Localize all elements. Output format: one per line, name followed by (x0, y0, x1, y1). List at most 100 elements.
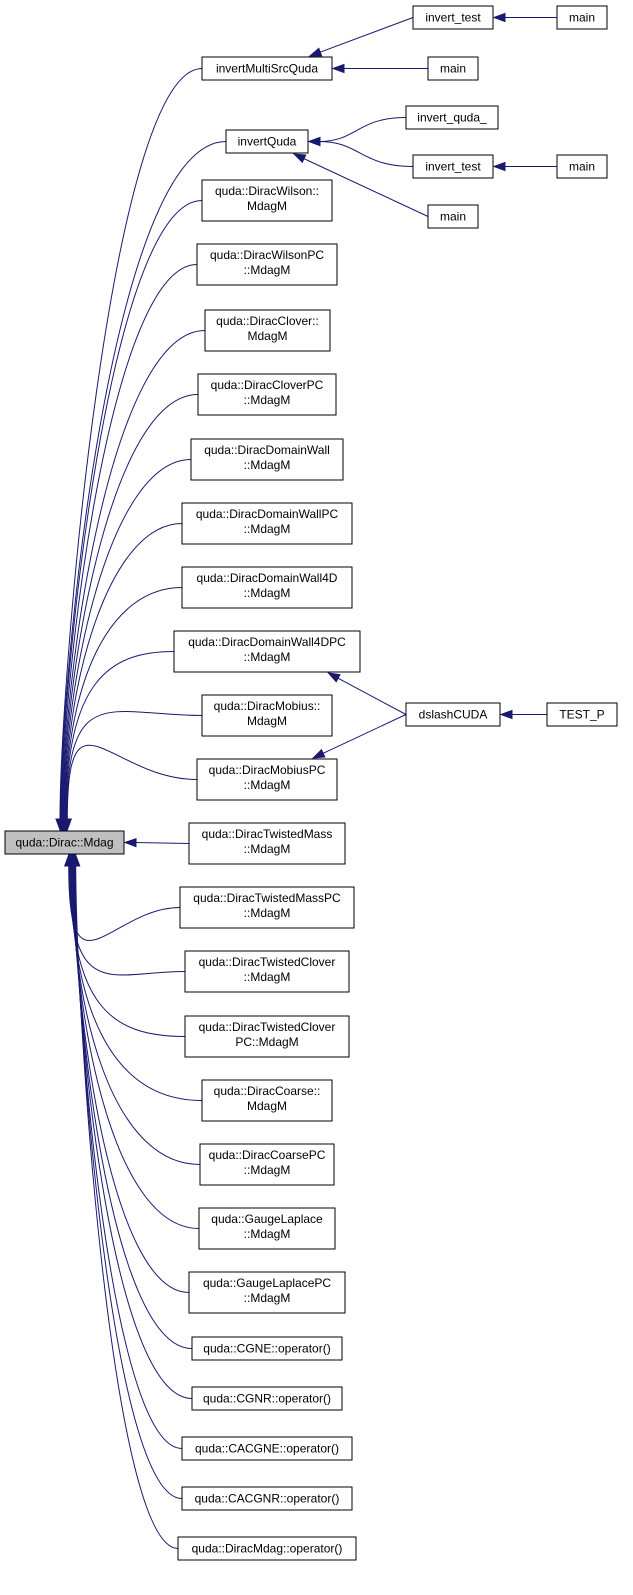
node-mobiuspc-label: quda::DiracMobiusPC (209, 763, 326, 777)
node-dw4d[interactable]: quda::DiracDomainWall4D::MdagM (181, 566, 353, 609)
node-invertMultiSrcQuda-box[interactable] (201, 56, 333, 81)
node-main_d[interactable]: main (427, 204, 479, 229)
node-TEST_P-label: TEST_P (559, 708, 604, 722)
node-mobiuspc[interactable]: quda::DiracMobiusPC::MdagM (196, 758, 338, 801)
node-dw4d-label: quda::DiracDomainWall4D (197, 571, 338, 585)
edge-wilsonpc-to-root (61, 264, 198, 821)
node-wilsonpc-box[interactable] (196, 243, 338, 286)
node-coarsepc[interactable]: quda::DiracCoarsePC::MdagM (199, 1143, 335, 1186)
node-mobiuspc-box[interactable] (196, 758, 338, 801)
node-tcpc-label: quda::DiracTwistedClover (199, 1020, 336, 1034)
node-TEST_P[interactable]: TEST_P (546, 702, 618, 727)
edge-invert_test_1-to-invertMultiSrcQuda-arrowhead (308, 47, 323, 57)
node-tmpc[interactable]: quda::DiracTwistedMassPC::MdagM (179, 886, 355, 929)
node-clover[interactable]: quda::DiracClover::MdagM (204, 309, 331, 352)
edge-tcpc-to-root (69, 864, 186, 1037)
node-dw4dpc[interactable]: quda::DiracDomainWall4DPC::MdagM (173, 630, 361, 673)
edge-main_d-to-invertQuda-arrowhead (292, 153, 307, 164)
node-wilson-box[interactable] (201, 179, 333, 222)
node-gl[interactable]: quda::GaugeLaplace::MdagM (198, 1207, 336, 1250)
node-tc-box[interactable] (184, 950, 350, 993)
node-coarse-box[interactable] (201, 1079, 333, 1122)
edge-glpc-to-root (72, 864, 190, 1293)
node-cgne[interactable]: quda::CGNE::operator() (191, 1336, 343, 1361)
node-cacgne-box[interactable] (181, 1436, 353, 1461)
node-cgnr[interactable]: quda::CGNR::operator() (191, 1386, 343, 1411)
node-invertMultiSrcQuda[interactable]: invertMultiSrcQuda (201, 56, 333, 81)
node-tcpc-box[interactable] (184, 1015, 350, 1058)
node-mobius-box[interactable] (201, 694, 333, 737)
node-main_b[interactable]: main (427, 56, 479, 81)
node-tm-box[interactable] (188, 822, 346, 865)
node-tc-label: quda::DiracTwistedClover (199, 955, 336, 969)
node-dslashCUDA[interactable]: dslashCUDA (405, 702, 501, 727)
node-dw-box[interactable] (190, 438, 344, 481)
node-diracmdag[interactable]: quda::DiracMdag::operator() (177, 1536, 357, 1561)
node-cacgne-label: quda::CACGNE::operator() (195, 1442, 339, 1456)
node-invertQuda[interactable]: invertQuda (225, 129, 309, 154)
node-mobius-label: quda::DiracMobius:: (214, 699, 321, 713)
node-tc[interactable]: quda::DiracTwistedClover::MdagM (184, 950, 350, 993)
node-coarsepc-label: quda::DiracCoarsePC (209, 1148, 326, 1162)
node-invert_test_2[interactable]: invert_test (412, 154, 494, 179)
node-tm[interactable]: quda::DiracTwistedMass::MdagM (188, 822, 346, 865)
node-dw-label: ::MdagM (244, 458, 291, 472)
node-dwpc-box[interactable] (181, 502, 353, 545)
node-tmpc-box[interactable] (179, 886, 355, 929)
node-coarse[interactable]: quda::DiracCoarse::MdagM (201, 1079, 333, 1122)
node-dslashCUDA-label: dslashCUDA (419, 708, 488, 722)
node-clover-box[interactable] (204, 309, 331, 352)
node-main_a[interactable]: main (556, 5, 608, 30)
node-gl-box[interactable] (198, 1207, 336, 1250)
edge-tm-to-root (134, 842, 190, 844)
node-cgnr-box[interactable] (191, 1386, 343, 1411)
node-wilsonpc[interactable]: quda::DiracWilsonPC::MdagM (196, 243, 338, 286)
node-glpc[interactable]: quda::GaugeLaplacePC::MdagM (188, 1271, 346, 1314)
edge-dslashCUDA-to-mobiuspc-arrowhead (311, 748, 326, 759)
edge-mobiuspc-to-root-arrowhead (62, 818, 73, 832)
node-dw4dpc-box[interactable] (173, 630, 361, 673)
node-wilson[interactable]: quda::DiracWilson::MdagM (201, 179, 333, 222)
edge-wilson-to-root (60, 200, 203, 821)
edge-invert_quda_-to-invertQuda (318, 117, 407, 142)
node-cacgnr[interactable]: quda::CACGNR::operator() (181, 1486, 353, 1511)
node-invertQuda-box[interactable] (225, 129, 309, 154)
node-dw-label: quda::DiracDomainWall (204, 443, 330, 457)
node-cacgne[interactable]: quda::CACGNE::operator() (181, 1436, 353, 1461)
node-main_c[interactable]: main (556, 154, 608, 179)
node-cloverpc[interactable]: quda::DiracCloverPC::MdagM (197, 373, 337, 416)
node-main_a-label: main (569, 11, 595, 25)
node-root[interactable]: quda::Dirac::Mdag (4, 830, 125, 855)
node-main_d-box[interactable] (427, 204, 479, 229)
edge-dslashCUDA-to-dw4dpc (333, 675, 407, 715)
node-main_c-box[interactable] (556, 154, 608, 179)
call-nodes: quda::Dirac::MdaginvertMultiSrcQudainver… (4, 5, 618, 1561)
node-main_b-box[interactable] (427, 56, 479, 81)
node-invert_quda_[interactable]: invert_quda_ (405, 105, 499, 130)
edge-TEST_P-to-dslashCUDA-arrowhead (499, 709, 513, 720)
edge-main_d-to-invertQuda (303, 157, 429, 217)
node-mobius[interactable]: quda::DiracMobius::MdagM (201, 694, 333, 737)
node-dw4d-box[interactable] (181, 566, 353, 609)
node-glpc-box[interactable] (188, 1271, 346, 1314)
node-invert_test_2-box[interactable] (412, 154, 494, 179)
node-cacgnr-box[interactable] (181, 1486, 353, 1511)
node-tm-label: ::MdagM (244, 842, 291, 856)
node-cloverpc-box[interactable] (197, 373, 337, 416)
node-dwpc[interactable]: quda::DiracDomainWallPC::MdagM (181, 502, 353, 545)
node-wilsonpc-label: quda::DiracWilsonPC (210, 248, 324, 262)
node-dw[interactable]: quda::DiracDomainWall::MdagM (190, 438, 344, 481)
node-coarsepc-box[interactable] (199, 1143, 335, 1186)
node-invert_test_1[interactable]: invert_test (412, 5, 494, 30)
node-root-box[interactable] (4, 830, 125, 855)
node-diracmdag-label: quda::DiracMdag::operator() (192, 1542, 343, 1556)
node-diracmdag-box[interactable] (177, 1536, 357, 1561)
node-main_a-box[interactable] (556, 5, 608, 30)
node-TEST_P-box[interactable] (546, 702, 618, 727)
edge-invertMultiSrcQuda-to-root (59, 68, 203, 821)
node-invert_test_1-box[interactable] (412, 5, 494, 30)
node-dslashCUDA-box[interactable] (405, 702, 501, 727)
node-invert_quda_-box[interactable] (405, 105, 499, 130)
node-cgne-box[interactable] (191, 1336, 343, 1361)
